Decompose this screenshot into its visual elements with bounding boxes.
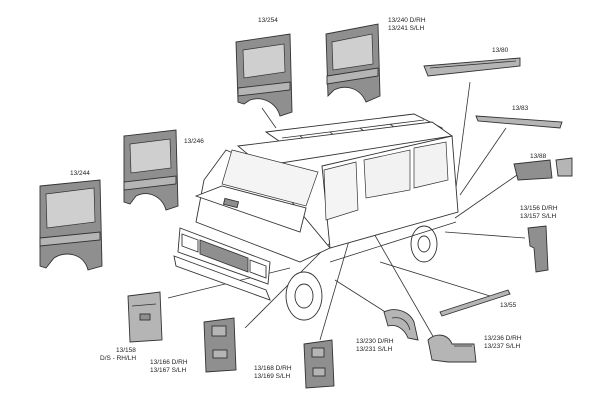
label-13-158: 13/158: [116, 347, 136, 354]
label-13-88: 13/88: [530, 153, 547, 160]
label-13-168: 13/168 D/RH: [254, 365, 292, 372]
grille: [199, 239, 249, 273]
part-13-230-231: [383, 309, 419, 341]
headlight-right: [249, 259, 267, 279]
rear-wheel: [410, 225, 438, 263]
part-13-158: [127, 291, 163, 343]
leader-lines: [167, 81, 526, 346]
part-13-55: [439, 289, 511, 317]
part-13-244: [39, 179, 103, 271]
label-13-80: 13/80: [492, 47, 509, 54]
label-13-83: 13/83: [512, 105, 529, 112]
part-13-168-169: [303, 339, 335, 389]
part-13-166-167: [203, 317, 237, 373]
windscreen: [221, 149, 319, 207]
part-13-240-241: [325, 23, 381, 103]
part-13-236-237: [427, 334, 477, 363]
label-13-241: 13/241 S/LH: [388, 25, 424, 32]
front-wheel: [285, 271, 323, 321]
part-13-246: [123, 129, 179, 211]
label-13-156: 13/156 D/RH: [520, 205, 558, 212]
headlight-left: [181, 233, 199, 253]
label-13-236: 13/236 D/RH: [484, 335, 522, 342]
label-13-158-sides: D/S - RH/LH: [100, 355, 136, 362]
part-13-80: [423, 57, 521, 77]
side-window-2: [413, 141, 449, 189]
part-13-83: [475, 115, 563, 129]
label-13-169: 13/169 S/LH: [254, 373, 290, 380]
side-window-1: [363, 149, 411, 199]
label-13-240: 13/240 D/RH: [388, 17, 426, 24]
label-13-157-top: 13/157 S/LH: [520, 213, 556, 220]
label-13-55: 13/55: [500, 302, 517, 309]
side-sill-line: [329, 221, 457, 263]
bonnet-vent: [222, 197, 240, 209]
front-bumper: [173, 255, 271, 301]
label-13-167: 13/167 S/LH: [150, 367, 186, 374]
label-13-244: 13/244: [70, 170, 90, 177]
van-illustration: [173, 113, 459, 321]
bonnet: [194, 185, 307, 233]
label-13-166: 13/166 D/RH: [150, 359, 188, 366]
door-window: [323, 161, 359, 221]
label-13-231: 13/231 S/LH: [356, 346, 392, 353]
part-13-156-157: [527, 225, 549, 273]
label-13-237: 13/237 S/LH: [484, 343, 520, 350]
label-13-254: 13/254: [258, 17, 278, 24]
part-13-254: [235, 33, 293, 117]
part-13-88: [513, 157, 573, 181]
label-13-246: 13/246: [184, 138, 204, 145]
label-13-230: 13/230 D/RH: [356, 338, 394, 345]
